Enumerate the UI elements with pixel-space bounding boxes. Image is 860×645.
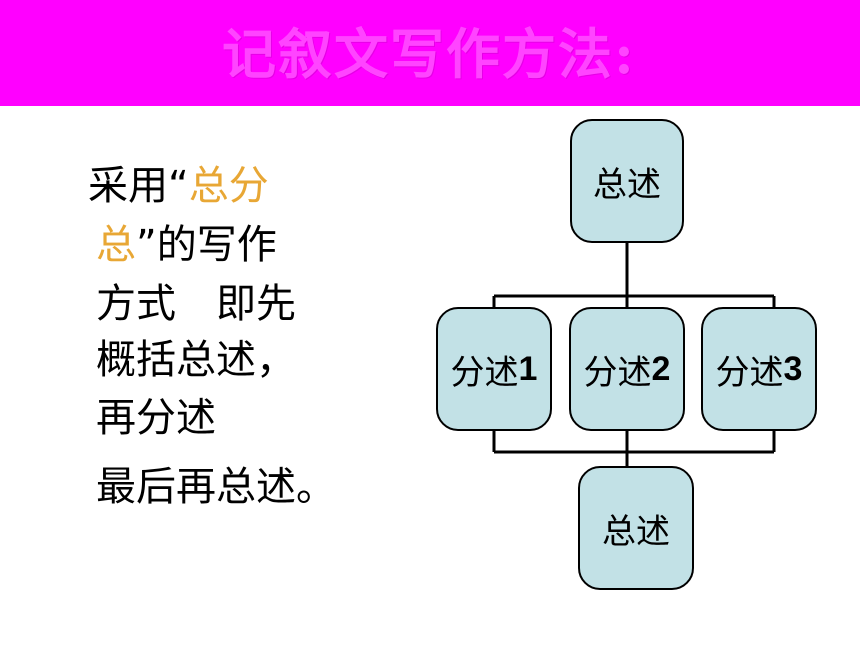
node-label: 分述 [715,352,784,393]
node-top-summary: 总述 [570,119,684,243]
node-label: 分述 [450,352,519,393]
text-segment: ”的写作 [136,222,277,268]
highlight-text: 总分 [188,163,269,209]
text-line-5: 再分述 [96,395,216,441]
text-line-2: 总”的写作 [96,222,277,268]
node-number: 2 [651,349,671,388]
title-banner: 记叙文写作方法: [0,0,860,106]
highlight-text: 总 [96,222,136,268]
node-bottom-summary: 总述 [578,466,694,590]
text-line-3: 方式 即先 [96,281,296,327]
text-line-6: 最后再总述。 [96,464,336,510]
node-label: 总述 [602,511,670,552]
node-label: 分述 [583,352,652,393]
text-segment: 采用“ [88,163,189,209]
body-text: 采用“总分 总”的写作 方式 即先 概括总述， 再分述 最后再总述。 [0,0,420,645]
text-line-1: 采用“总分 [88,163,269,209]
node-number: 3 [783,349,803,388]
text-line-4: 概括总述， [96,337,296,383]
node-number: 1 [518,349,538,388]
slide-title: 记叙文写作方法: [222,22,636,86]
node-label: 总述 [593,164,661,205]
